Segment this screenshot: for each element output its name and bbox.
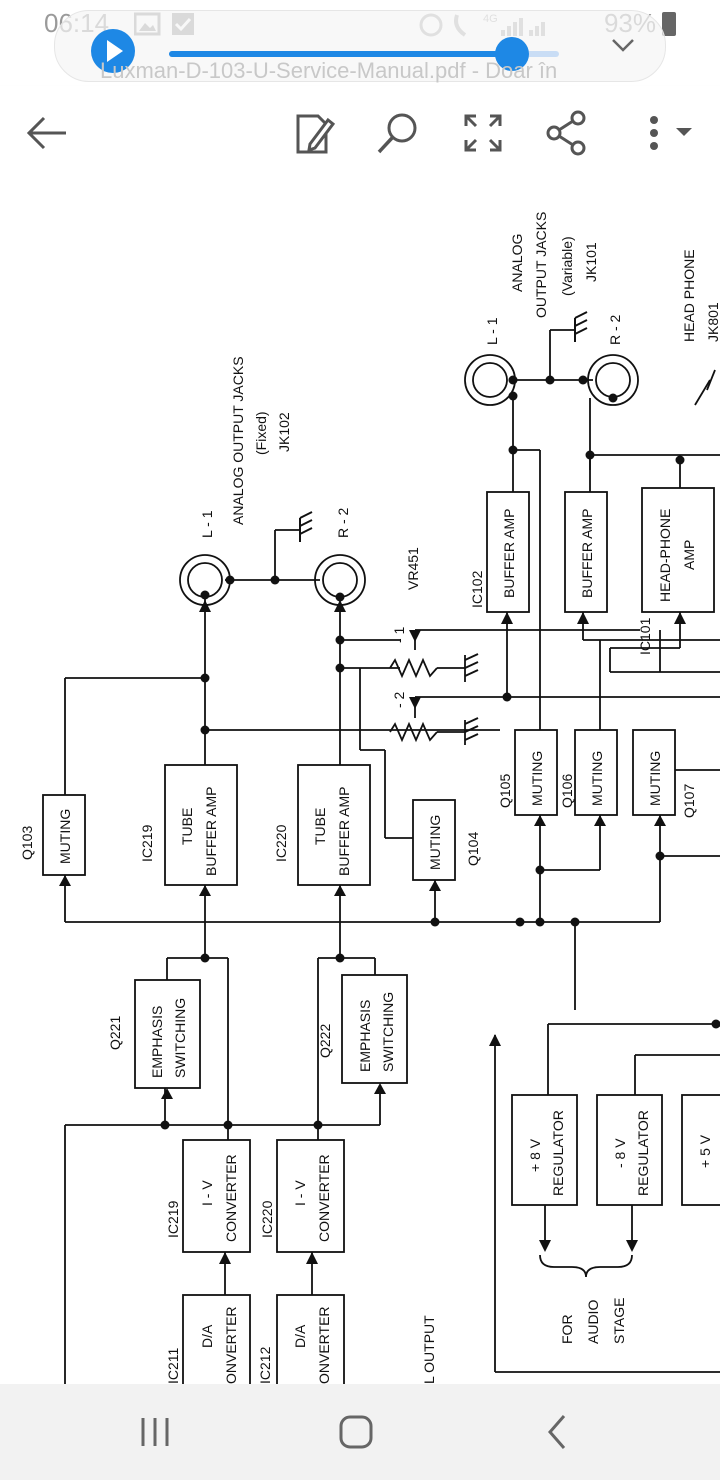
ic101-ref: IC101 xyxy=(637,617,653,655)
system-navigation-bar xyxy=(0,1384,720,1480)
ic220-iv-line1: I - V xyxy=(292,1180,308,1206)
for-audio-line1: FOR xyxy=(559,1314,575,1344)
q104-label: MUTING xyxy=(427,815,443,870)
ic211-ref: IC211 xyxy=(165,1347,181,1384)
ic220-iv-line2: CONVERTER xyxy=(316,1154,332,1242)
q221-ref: Q221 xyxy=(107,1016,123,1050)
jk102-ref: JK102 xyxy=(276,412,292,452)
home-icon[interactable] xyxy=(326,1410,386,1454)
reg-p5-line1: + 5 V xyxy=(697,1134,713,1168)
reg-p8-line1: + 8 V xyxy=(527,1138,543,1172)
ic211-line1: D/A xyxy=(199,1324,215,1348)
jk102-right: R - 2 xyxy=(335,507,351,538)
vr451-ref: VR451 xyxy=(405,547,421,590)
share-icon[interactable] xyxy=(542,108,592,158)
fullscreen-icon[interactable] xyxy=(458,108,508,158)
ic102-ref: IC102 xyxy=(469,570,485,608)
q103-ref: Q103 xyxy=(19,826,35,860)
reg-m8-line1: - 8 V xyxy=(612,1138,628,1168)
ic219-iv-ref: IC219 xyxy=(165,1200,181,1238)
jk101-ref: JK101 xyxy=(583,242,599,282)
q107-label: MUTING xyxy=(647,751,663,806)
q222-ref: Q222 xyxy=(317,1024,333,1058)
q103-label: MUTING xyxy=(57,809,73,864)
ic102-label: BUFFER AMP xyxy=(501,509,517,598)
media-progress-thumb[interactable] xyxy=(495,37,530,71)
ic212-line2: ONVERTER xyxy=(316,1306,332,1384)
reg-p8-line2: REGULATOR xyxy=(550,1110,566,1196)
headphone-ref: JK801 xyxy=(705,302,720,342)
ic211-line2: ONVERTER xyxy=(223,1306,239,1384)
vr451-1: - 1 xyxy=(391,626,407,643)
ic212-line1: D/A xyxy=(292,1324,308,1348)
q222-line1: EMPHASIS xyxy=(357,1000,373,1072)
for-audio-line2: AUDIO xyxy=(585,1300,601,1344)
jk102-left: L - 1 xyxy=(199,510,215,538)
ic219-tube-line1: TUBE xyxy=(179,808,195,845)
ic220-tube-line2: BUFFER AMP xyxy=(336,787,352,876)
q105-label: MUTING xyxy=(529,751,545,806)
ic219-iv-line2: CONVERTER xyxy=(223,1154,239,1242)
ic101-label: BUFFER AMP xyxy=(579,509,595,598)
q222-line2: SWITCHING xyxy=(380,992,396,1072)
pdf-page-view[interactable]: ANALOG OUTPUT JACKS (Fixed) JK102 L - 1 … xyxy=(0,180,720,1384)
schematic-diagram: ANALOG OUTPUT JACKS (Fixed) JK102 L - 1 … xyxy=(19,212,720,1384)
play-button[interactable] xyxy=(91,29,135,73)
search-icon[interactable] xyxy=(374,108,424,158)
jk101-right: R - 2 xyxy=(607,314,623,345)
media-progress-slider[interactable] xyxy=(169,37,559,71)
ic219-tube-ref: IC219 xyxy=(139,824,155,862)
edit-note-icon[interactable] xyxy=(288,108,338,158)
ic220-tube-ref: IC220 xyxy=(273,824,289,862)
chevron-down-icon[interactable] xyxy=(611,33,635,57)
jk102-sub: (Fixed) xyxy=(253,411,269,455)
q221-line2: SWITCHING xyxy=(172,998,188,1078)
recent-apps-icon[interactable] xyxy=(125,1410,185,1454)
back-arrow-icon[interactable] xyxy=(22,108,72,158)
q221-line1: EMPHASIS xyxy=(149,1006,165,1078)
vr451-2: - 2 xyxy=(391,691,407,708)
more-menu-icon[interactable] xyxy=(636,108,700,158)
ic212-ref: IC212 xyxy=(257,1346,273,1384)
ic220-iv-ref: IC220 xyxy=(259,1200,275,1238)
jk102-title: ANALOG OUTPUT JACKS xyxy=(230,356,246,525)
hp-amp-line2: AMP xyxy=(681,540,697,570)
battery-icon xyxy=(662,12,676,36)
digital-output-label: L OUTPUT xyxy=(421,1315,437,1384)
media-progress-fill xyxy=(169,51,513,57)
ic219-iv-line1: I - V xyxy=(199,1180,215,1206)
jk101-title2: OUTPUT JACKS xyxy=(533,212,549,318)
back-icon[interactable] xyxy=(528,1410,588,1454)
for-audio-line3: STAGE xyxy=(611,1298,627,1344)
hp-amp-line1: HEAD-PHONE xyxy=(657,509,673,602)
q107-ref: Q107 xyxy=(681,784,697,818)
ic219-tube-line2: BUFFER AMP xyxy=(203,787,219,876)
media-player-pill[interactable] xyxy=(54,10,666,82)
document-title: Luxman-D-103-U-Service-Manual.pdf - Doar… xyxy=(100,58,558,83)
q106-ref: Q106 xyxy=(559,774,575,808)
headphone-title: HEAD PHONE xyxy=(681,249,697,342)
jk101-left: L - 1 xyxy=(484,317,500,345)
q105-ref: Q105 xyxy=(497,774,513,808)
jk101-sub: (Variable) xyxy=(559,236,575,296)
q106-label: MUTING xyxy=(589,751,605,806)
q104-ref: Q104 xyxy=(465,832,481,866)
pdf-toolbar xyxy=(0,86,720,180)
ic220-tube-line1: TUBE xyxy=(312,808,328,845)
jk101-title1: ANALOG xyxy=(509,234,525,292)
reg-m8-line2: REGULATOR xyxy=(635,1110,651,1196)
